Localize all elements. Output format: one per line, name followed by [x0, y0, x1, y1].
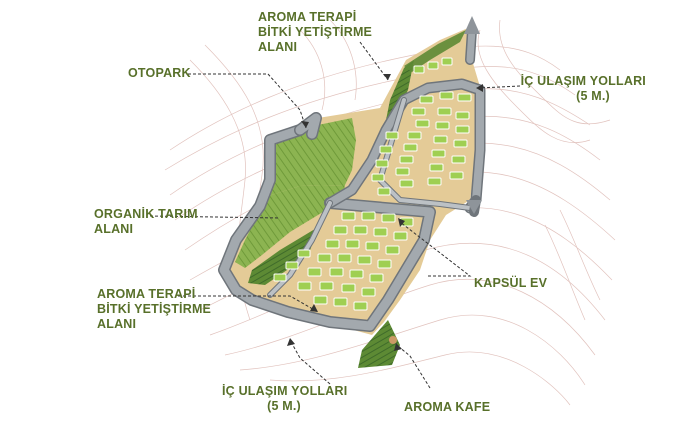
label-kapsul-ev: KAPSÜL EV: [474, 276, 547, 291]
label-line: ALANI: [94, 222, 134, 236]
label-aroma-kafe: AROMA KAFE: [404, 400, 490, 415]
leader-arrowheads: [287, 74, 483, 351]
label-line: (5 M.): [267, 399, 301, 413]
label-line: AROMA TERAPİ: [97, 287, 196, 301]
label-aroma-left: AROMA TERAPİ BİTKİ YETİŞTİRME ALANI: [97, 287, 211, 332]
north-arrow-end: [464, 16, 480, 34]
capsule-houses: [273, 57, 472, 311]
label-ic-ulasim-bottom: İÇ ULAŞIM YOLLARI (5 M.): [222, 384, 348, 414]
label-line: (5 M.): [576, 89, 610, 103]
label-line: İÇ ULAŞIM YOLLARI: [520, 74, 646, 88]
label-ic-ulasim-top: İÇ ULAŞIM YOLLARI (5 M.): [520, 74, 646, 104]
label-line: AROMA TERAPİ: [258, 10, 357, 24]
label-otopark: OTOPARK: [128, 66, 191, 81]
label-line: ALANI: [97, 317, 137, 331]
label-line: İÇ ULAŞIM YOLLARI: [222, 384, 348, 398]
label-line: ORGANİK TARIM: [94, 207, 198, 221]
label-organik: ORGANİK TARIM ALANI: [94, 207, 198, 237]
label-line: BİTKİ YETİŞTİRME: [258, 25, 373, 39]
leader-lines: [149, 41, 521, 389]
label-aroma-top: AROMA TERAPİ BİTKİ YETİŞTİRME ALANI: [258, 10, 372, 55]
south-arrow-end: [466, 200, 482, 214]
label-line: BİTKİ YETİŞTİRME: [97, 302, 212, 316]
label-line: AROMA KAFE: [404, 400, 491, 414]
label-line: KAPSÜL EV: [474, 276, 548, 290]
label-line: ALANI: [258, 40, 298, 54]
label-line: OTOPARK: [128, 66, 191, 80]
